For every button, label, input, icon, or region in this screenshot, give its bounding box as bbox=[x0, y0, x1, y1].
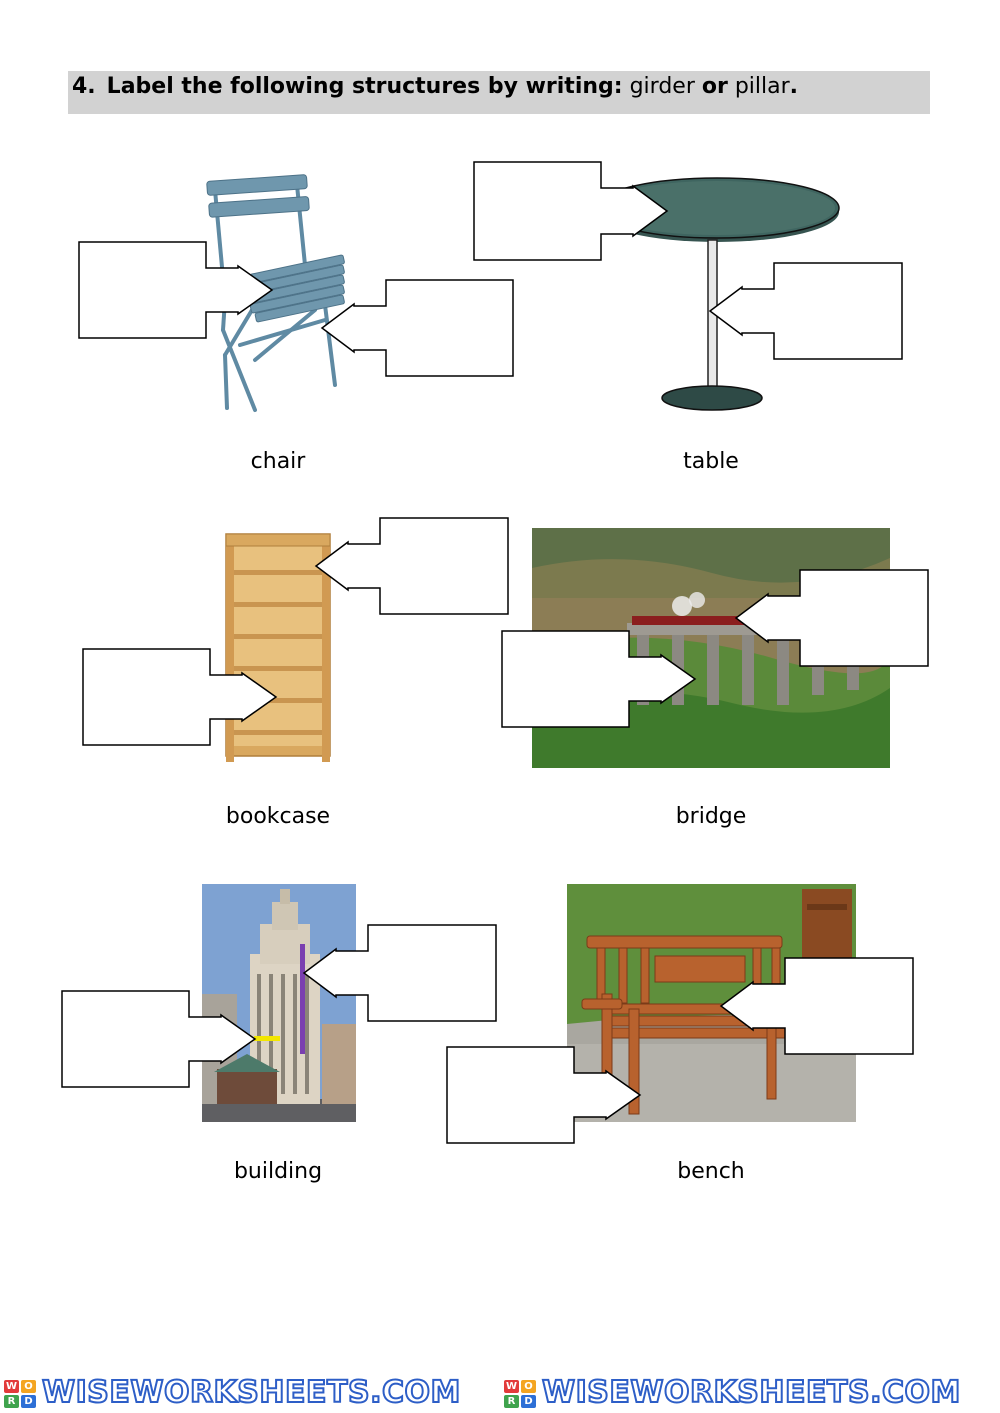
instruction-text: 4. Label the following structures by writ… bbox=[72, 71, 798, 114]
logo-grid-icon: W O R D bbox=[4, 1380, 38, 1410]
logo-text: WISEWORKSHEETS.COM bbox=[41, 1374, 461, 1411]
label-box-table-leg[interactable] bbox=[708, 261, 904, 361]
building-image bbox=[202, 884, 356, 1122]
label-box-chair-seat[interactable] bbox=[78, 240, 274, 340]
option-girder: girder bbox=[629, 74, 695, 99]
caption-bridge: bridge bbox=[675, 804, 747, 829]
footer-logo-1: W O R D WISEWORKSHEETS.COM bbox=[4, 1372, 496, 1413]
question-number: 4. bbox=[72, 74, 96, 99]
logo-text: WISEWORKSHEETS.COM bbox=[541, 1374, 961, 1411]
footer-branding: W O R D WISEWORKSHEETS.COM W O R D WISEW… bbox=[0, 1372, 1000, 1413]
option-pillar: pillar bbox=[734, 74, 790, 99]
label-box-bookcase-top[interactable] bbox=[314, 516, 510, 616]
table-image bbox=[595, 168, 845, 413]
footer-logo-2: W O R D WISEWORKSHEETS.COM bbox=[504, 1372, 996, 1413]
label-box-building-girder[interactable] bbox=[61, 989, 257, 1089]
caption-bookcase: bookcase bbox=[225, 804, 331, 829]
caption-building: building bbox=[233, 1159, 323, 1184]
logo-grid-icon: W O R D bbox=[504, 1380, 538, 1410]
label-box-bridge-pillar[interactable] bbox=[501, 629, 697, 729]
label-box-bridge-girder[interactable] bbox=[734, 568, 930, 668]
caption-table: table bbox=[683, 449, 739, 474]
label-box-building-pillar[interactable] bbox=[302, 923, 498, 1023]
caption-chair: chair bbox=[250, 449, 306, 474]
label-box-bench-backrest[interactable] bbox=[719, 956, 915, 1056]
chair-image bbox=[195, 170, 360, 415]
or-word: or bbox=[701, 74, 728, 99]
instruction-bar: 4. Label the following structures by writ… bbox=[68, 71, 930, 114]
instruction-label: Label the following structures by writin… bbox=[106, 74, 623, 99]
label-box-table-top[interactable] bbox=[473, 160, 669, 262]
label-box-bench-leg[interactable] bbox=[446, 1045, 642, 1145]
label-box-bookcase-shelf[interactable] bbox=[82, 647, 278, 747]
label-box-chair-leg[interactable] bbox=[320, 278, 515, 378]
caption-bench: bench bbox=[677, 1159, 745, 1184]
bookcase-image bbox=[222, 532, 334, 764]
instruction-period: . bbox=[789, 74, 799, 99]
